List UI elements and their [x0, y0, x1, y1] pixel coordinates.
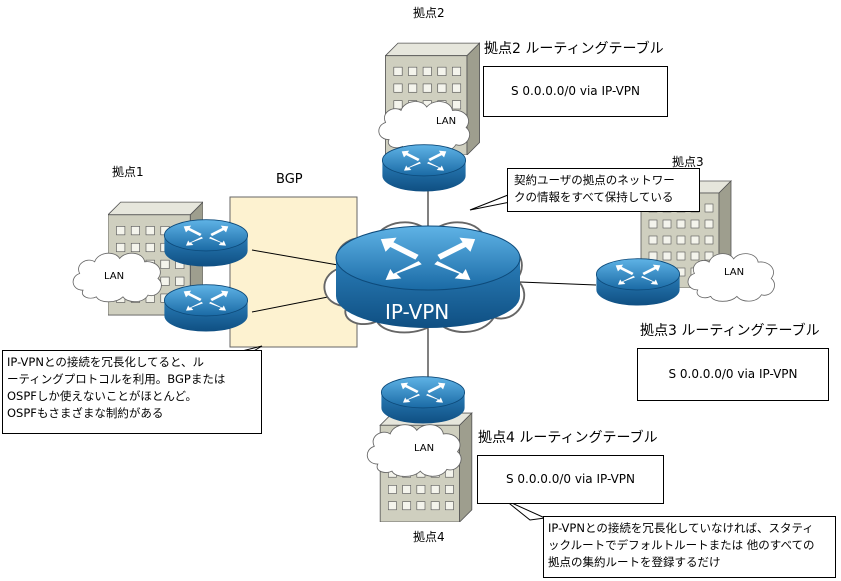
site3-route: S 0.0.0.0/0 via IP-VPN: [668, 367, 798, 381]
site1-router-a: [164, 220, 247, 267]
callout-redundancy-line2: ーティングプロトコルを利用。BGPまたは: [7, 372, 226, 386]
site4-router: [381, 377, 464, 424]
callout-static-line1: IP-VPNとの接続を冗長化していなければ、スタティ: [548, 521, 814, 535]
site3-table-title: 拠点3 ルーティングテーブル: [640, 323, 820, 339]
callout-static-route: IP-VPNとの接続を冗長化していなければ、スタティ ックルートでデフォルトルー…: [543, 516, 836, 578]
site4-label: 拠点4: [413, 530, 445, 544]
site2-label: 拠点2: [413, 6, 445, 20]
site1-lan-label: LAN: [104, 271, 125, 282]
site2-table-title: 拠点2 ルーティングテーブル: [484, 41, 664, 57]
site2-route: S 0.0.0.0/0 via IP-VPN: [510, 84, 641, 98]
callout-core-line2: クの情報をすべて保持している: [514, 190, 674, 204]
site4-lan-label: LAN: [414, 443, 435, 454]
callout-redundancy-line4: OSPFもさまざまな制約がある: [7, 406, 164, 420]
callout-core-line1: 契約ユーザの拠点のネットワー: [514, 173, 675, 187]
site3-route-box: S 0.0.0.0/0 via IP-VPN: [637, 348, 829, 401]
callout-redundancy-line3: OSPFしか使えないことがほとんど。: [7, 389, 197, 403]
site2-lan-label: LAN: [436, 116, 457, 127]
site2-router: [382, 145, 465, 192]
site4-route-box: S 0.0.0.0/0 via IP-VPN: [477, 455, 664, 504]
callout-static-line3: 拠点の集約ルートを登録するだけ: [548, 555, 721, 569]
callout-static-line2: ックルートでデフォルトルートまたは 他のすべての: [548, 538, 815, 552]
site3-lan-label: LAN: [724, 267, 745, 278]
ipvpn-core-router: [335, 225, 521, 328]
site4-table-title: 拠点4 ルーティングテーブル: [478, 430, 658, 446]
ipvpn-label: IP-VPN: [385, 300, 450, 324]
site3-label: 拠点3: [672, 155, 704, 169]
bgp-label: BGP: [276, 172, 303, 187]
callout-core-info: 契約ユーザの拠点のネットワー クの情報をすべて保持している: [507, 168, 700, 212]
site4-route: S 0.0.0.0/0 via IP-VPN: [505, 472, 636, 486]
site3-router: [596, 259, 679, 306]
site1-router-b: [164, 285, 247, 332]
site2-route-box: S 0.0.0.0/0 via IP-VPN: [483, 66, 668, 117]
connection-lines: [251, 190, 597, 378]
callout-redundancy-line1: IP-VPNとの接続を冗長化してると、ル: [7, 355, 205, 369]
callout-redundancy: IP-VPNとの接続を冗長化してると、ル ーティングプロトコルを利用。BGPまた…: [2, 350, 262, 434]
site1-label: 拠点1: [112, 165, 144, 179]
